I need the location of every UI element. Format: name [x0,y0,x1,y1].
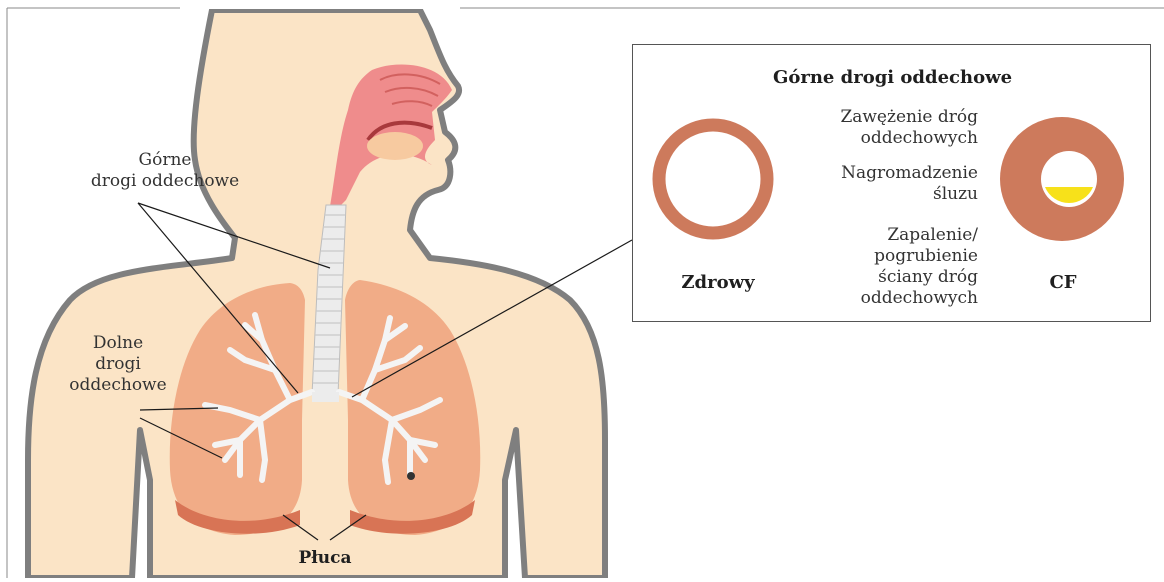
inflammation-annotation: Zapalenie/ pogrubienie ściany dróg oddec… [793,225,978,309]
upper-airways-inset: Górne drogi oddechowe Zdrowy CF Zawężeni… [632,44,1151,322]
lower-airways-label: Dolne drogi oddechowe [48,333,188,396]
tongue [367,132,423,160]
lungs-label: Płuca [270,548,380,569]
mucus-annotation: Nagromadzenie śluzu [793,163,978,205]
upper-airways-label: Górne drogi oddechowe [70,150,260,192]
lung-nodule [407,472,415,480]
silhouette-top-mask [180,0,460,9]
narrowing-annotation: Zawężenie dróg oddechowych [793,107,978,149]
carina [312,392,339,402]
inset-title: Górne drogi oddechowe [633,67,1152,88]
healthy-airway-ring [659,125,767,233]
cf-label: CF [1023,272,1103,293]
healthy-label: Zdrowy [663,272,773,293]
